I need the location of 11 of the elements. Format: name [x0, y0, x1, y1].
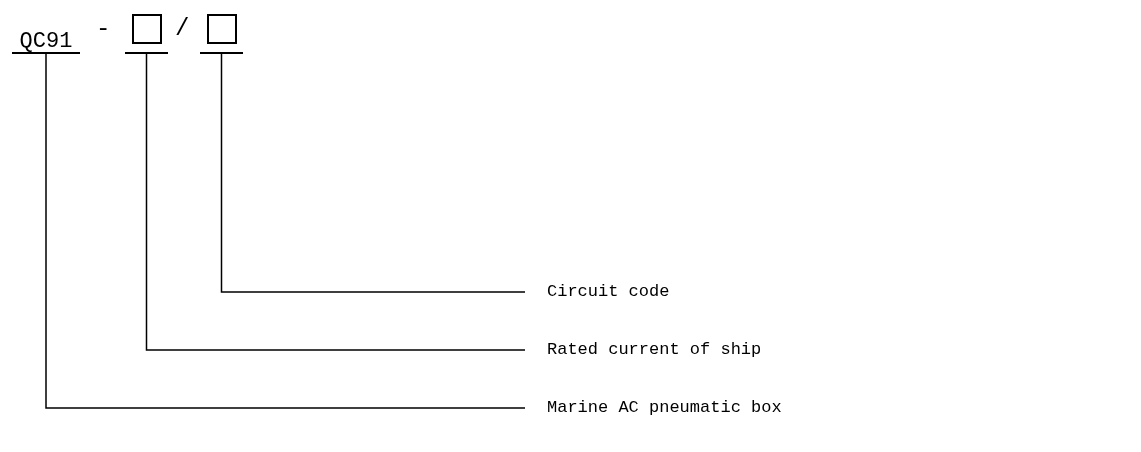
leader-line: [220, 53, 526, 293]
callout-text: Marine AC pneumatic box: [547, 398, 837, 418]
leader-line: [145, 53, 526, 351]
callout-text: Rated current of ship: [547, 340, 787, 360]
placeholder-box: [200, 12, 243, 54]
leader-line: [45, 53, 526, 409]
callout-text: Circuit code: [547, 282, 687, 302]
separator-symbol: /: [175, 16, 190, 42]
separator-symbol: -: [96, 16, 111, 42]
placeholder-box: [125, 12, 168, 54]
model-code: QC91: [12, 30, 80, 54]
